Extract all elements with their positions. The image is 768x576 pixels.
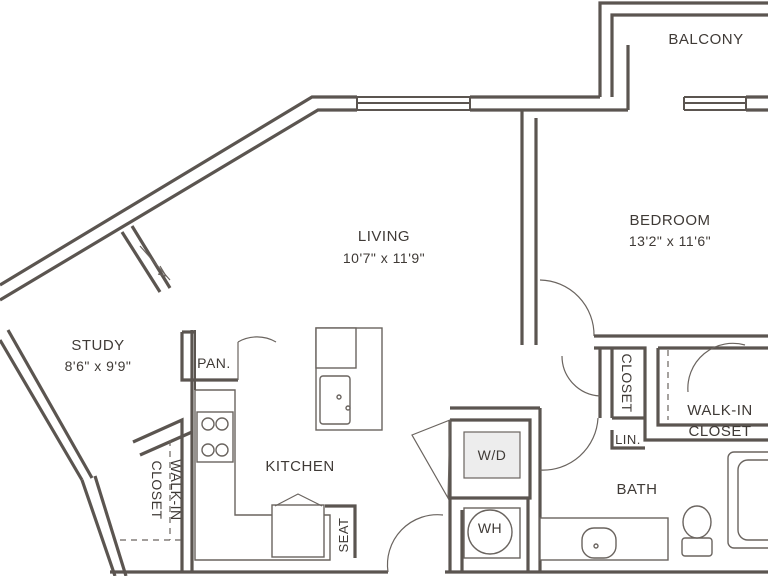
living-size: 10'7" x 11'9" [343, 250, 425, 266]
living-label: LIVING [358, 228, 410, 245]
refrigerator-icon [271, 504, 325, 558]
stove-icon [196, 411, 234, 463]
bath-sink-icon [581, 527, 617, 559]
sink-icon [319, 375, 351, 425]
wh-label: WH [478, 520, 502, 536]
water-heater-icon [467, 509, 513, 555]
interior-walls [120, 110, 768, 573]
kitchen-label: KITCHEN [265, 458, 334, 475]
fixtures [194, 327, 768, 561]
bedroom-walkin-line1: WALK-IN [687, 402, 752, 419]
toilet-icon [682, 505, 712, 539]
study-label: STUDY [71, 337, 124, 354]
seat-label: SEAT [336, 518, 351, 553]
bedroom-size: 13'2" x 11'6" [629, 233, 711, 249]
bedroom-label: BEDROOM [629, 212, 710, 229]
linen-label: LIN. [615, 432, 641, 447]
study-walkin-line1: WALK-IN [168, 459, 184, 520]
washer-dryer-icon [463, 431, 521, 479]
pantry-label: PAN. [197, 355, 231, 371]
study-size: 8'6" x 9'9" [65, 358, 132, 374]
wd-label: W/D [478, 447, 507, 463]
bedroom-walkin-line2: CLOSET [688, 423, 751, 440]
room-labels: BALCONY LIVING 10'7" x 11'9" BEDROOM 13'… [65, 31, 753, 553]
bath-label: BATH [617, 481, 658, 498]
bedroom-closet-label: CLOSET [619, 353, 635, 412]
study-walkin-line2: CLOSET [149, 460, 165, 519]
balcony-label: BALCONY [668, 31, 743, 48]
